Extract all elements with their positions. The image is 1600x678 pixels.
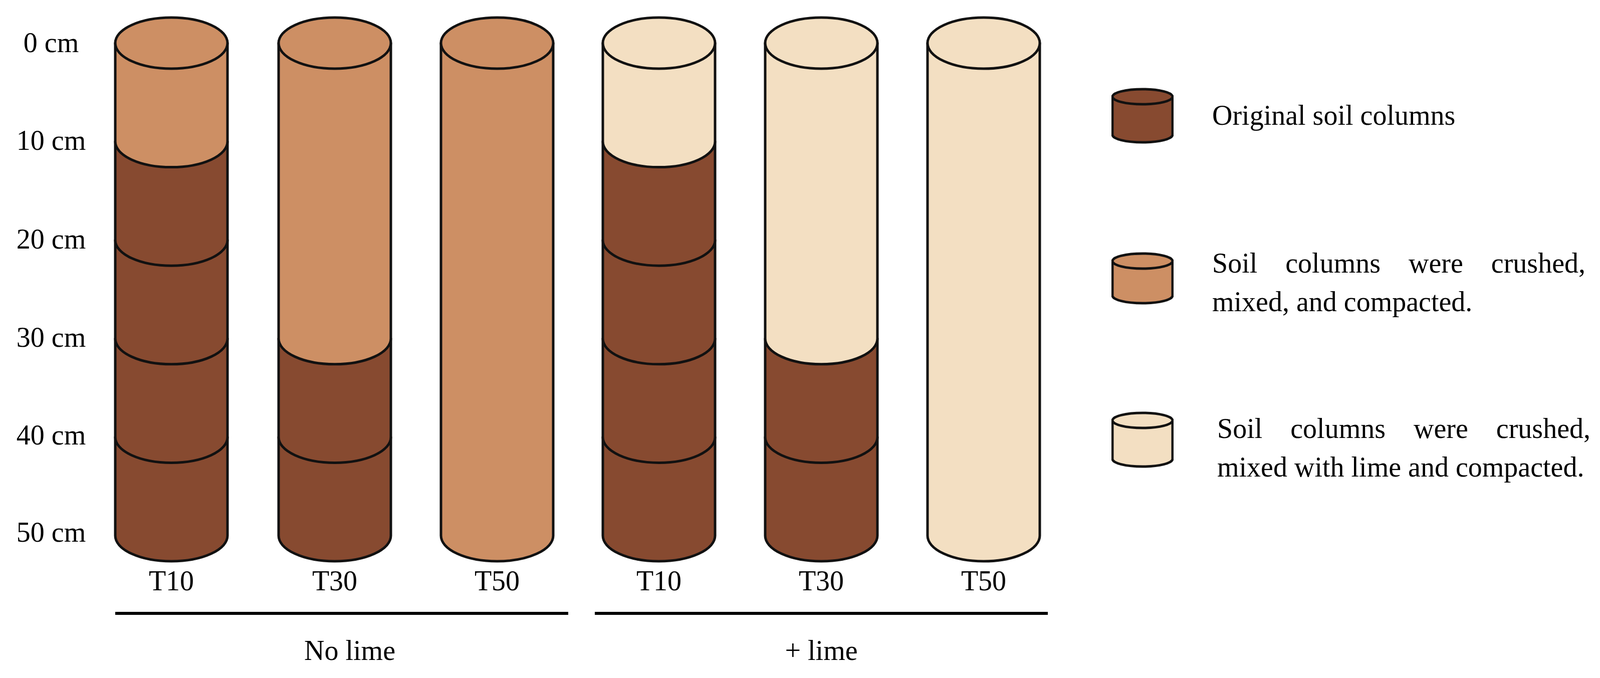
treatment-label: T50 [961,564,1007,598]
treatment-label: T10 [636,564,682,598]
column-top [278,17,391,69]
legend-text: Soil columns were crushed, mixed with li… [1217,409,1591,487]
legend-cylinder [1112,253,1173,304]
treatment-label: T30 [798,564,844,598]
depth-label: 50 cm [16,515,86,550]
legend-cylinder-top [1112,412,1173,428]
legend-cylinder-top [1112,89,1173,105]
soil-layer [765,43,878,365]
legend-swatch [1111,251,1174,306]
legend-swatch [1111,410,1174,470]
legend-text: Soil columns were crushed, mixed, and co… [1212,244,1586,322]
legend-swatch [1111,86,1174,145]
column-top [602,17,716,69]
treatment-label: T50 [474,564,520,598]
column-top [927,17,1040,69]
depth-label: 0 cm [23,26,79,60]
column-top [440,17,554,69]
group-label: + lime [784,633,858,668]
legend-cylinder [1112,412,1173,467]
legend-cylinder-top [1112,253,1173,269]
soil-layer [927,43,1040,562]
soil-layer [278,43,391,365]
soil-layer [440,43,554,562]
legend-cylinder [1112,89,1173,143]
depth-label: 10 cm [16,123,86,158]
legend-text: Original soil columns [1212,96,1586,135]
treatment-label: T10 [148,564,194,598]
treatment-label: T30 [312,564,358,598]
group-bracket [594,611,1048,615]
group-bracket [115,611,569,615]
column-top [765,17,878,69]
depth-label: 40 cm [16,418,86,452]
depth-label: 20 cm [16,222,86,257]
group-label: No lime [304,633,396,668]
column-top [115,17,228,69]
depth-label: 30 cm [16,320,86,355]
